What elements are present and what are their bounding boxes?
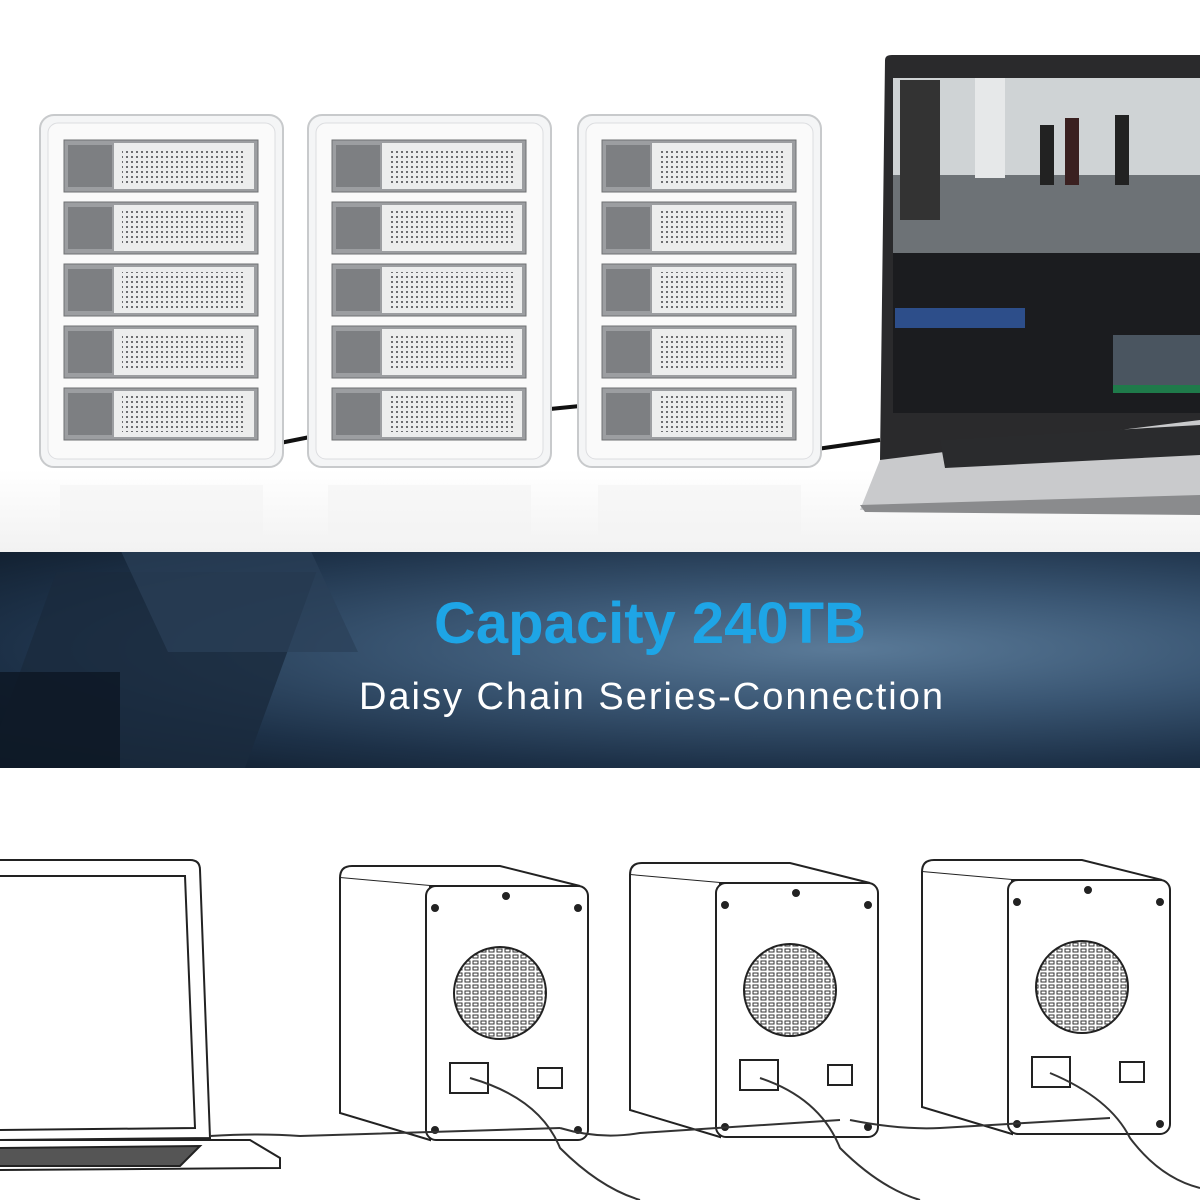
screw: [431, 904, 439, 912]
raid-enclosure: [577, 114, 822, 545]
power-switch: [537, 1067, 563, 1089]
drive-bay[interactable]: [601, 263, 797, 317]
line-drawing: [0, 859, 1200, 1200]
enclosure-rear-view: [920, 859, 1171, 1136]
headline-banner: Capacity 240TB Daisy Chain Series-Connec…: [0, 552, 1200, 768]
drive-bay[interactable]: [331, 139, 527, 193]
power-socket: [449, 1062, 489, 1094]
power-switch: [827, 1064, 853, 1086]
screw: [574, 904, 582, 912]
drive-bay[interactable]: [63, 387, 259, 441]
drive-bay[interactable]: [601, 139, 797, 193]
power-socket: [1031, 1056, 1071, 1088]
background-shape: [0, 672, 120, 768]
screw: [864, 1123, 872, 1131]
capacity-title: Capacity 240TB: [434, 591, 866, 656]
drive-bay[interactable]: [63, 325, 259, 379]
raid-enclosure: [307, 114, 552, 545]
keyboard: [940, 425, 1200, 468]
laptop: [860, 55, 1200, 515]
enclosure-rear-view: [628, 862, 879, 1139]
screw: [1084, 886, 1092, 894]
screw: [792, 889, 800, 897]
screw: [864, 901, 872, 909]
drive-bay[interactable]: [63, 139, 259, 193]
daisy-chain-diagram: [0, 768, 1200, 1200]
reflection: [60, 485, 263, 545]
screw: [721, 901, 729, 909]
reflection: [328, 485, 531, 545]
screw: [1156, 898, 1164, 906]
power-switch: [1119, 1061, 1145, 1083]
product-photo: [0, 0, 1200, 552]
drive-bay[interactable]: [601, 387, 797, 441]
screw: [1156, 1120, 1164, 1128]
enclosures-and-laptop-illustration: [39, 55, 1200, 545]
laptop-outline: [0, 859, 281, 1171]
drive-bay[interactable]: [331, 325, 527, 379]
raid-enclosure: [39, 114, 284, 545]
drive-bay[interactable]: [331, 201, 527, 255]
power-socket: [739, 1059, 779, 1091]
connection-subtitle: Daisy Chain Series-Connection: [358, 676, 946, 718]
drive-bay[interactable]: [63, 263, 259, 317]
drive-bay[interactable]: [63, 201, 259, 255]
daisy-chain-cables: [209, 1072, 1200, 1200]
drive-bay[interactable]: [601, 325, 797, 379]
reflection: [598, 485, 801, 545]
screw: [1013, 898, 1021, 906]
drive-bay[interactable]: [601, 201, 797, 255]
drive-bay[interactable]: [331, 387, 527, 441]
enclosure-rear-view: [338, 865, 589, 1142]
screw: [502, 892, 510, 900]
drive-bay[interactable]: [331, 263, 527, 317]
